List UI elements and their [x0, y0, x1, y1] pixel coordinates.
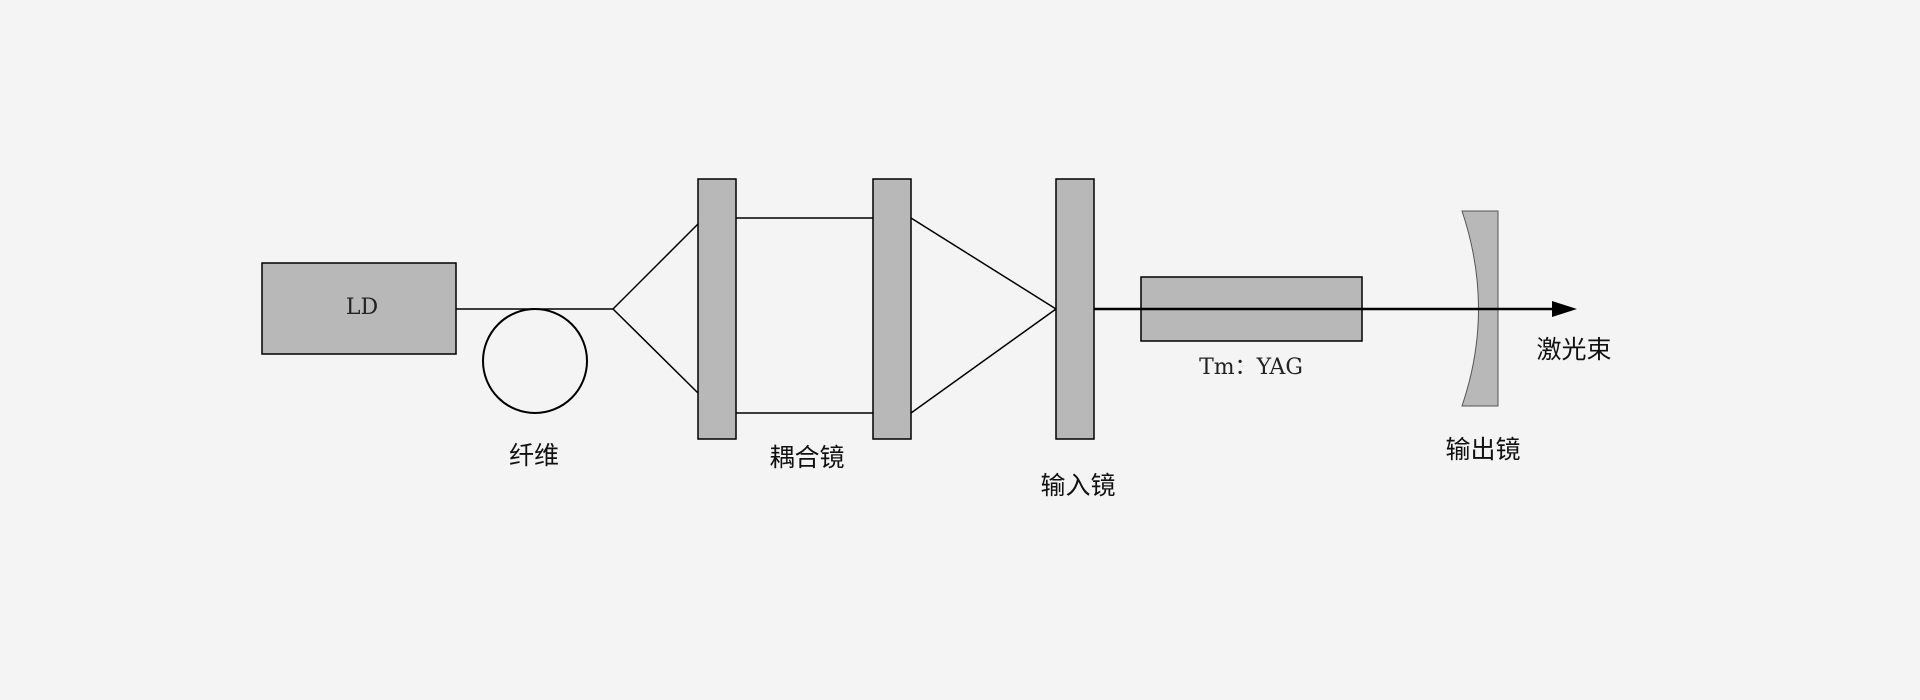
ld-label: LD	[345, 295, 379, 320]
fiber-label: 纤维	[508, 441, 560, 470]
ld-source-block	[261, 262, 457, 355]
converging-ray-top	[910, 217, 1057, 310]
input-mirror-label: 输入镜	[1040, 471, 1116, 500]
laser-beam-arrowhead	[1552, 301, 1577, 317]
diverging-ray-bottom	[612, 308, 699, 394]
diverging-ray-top	[612, 223, 699, 310]
converging-ray-bottom	[910, 308, 1057, 414]
fiber-coil	[482, 308, 588, 414]
laser-beam-label: 激光束	[1536, 335, 1612, 364]
coupling-mirror-2	[872, 178, 912, 440]
coupling-mirror-1	[697, 178, 737, 440]
crystal-label: Tm：YAG	[1199, 355, 1303, 380]
coupling-mirror-label: 耦合镜	[769, 443, 845, 472]
input-mirror	[1055, 178, 1095, 440]
output-mirror-label: 输出镜	[1445, 435, 1521, 464]
